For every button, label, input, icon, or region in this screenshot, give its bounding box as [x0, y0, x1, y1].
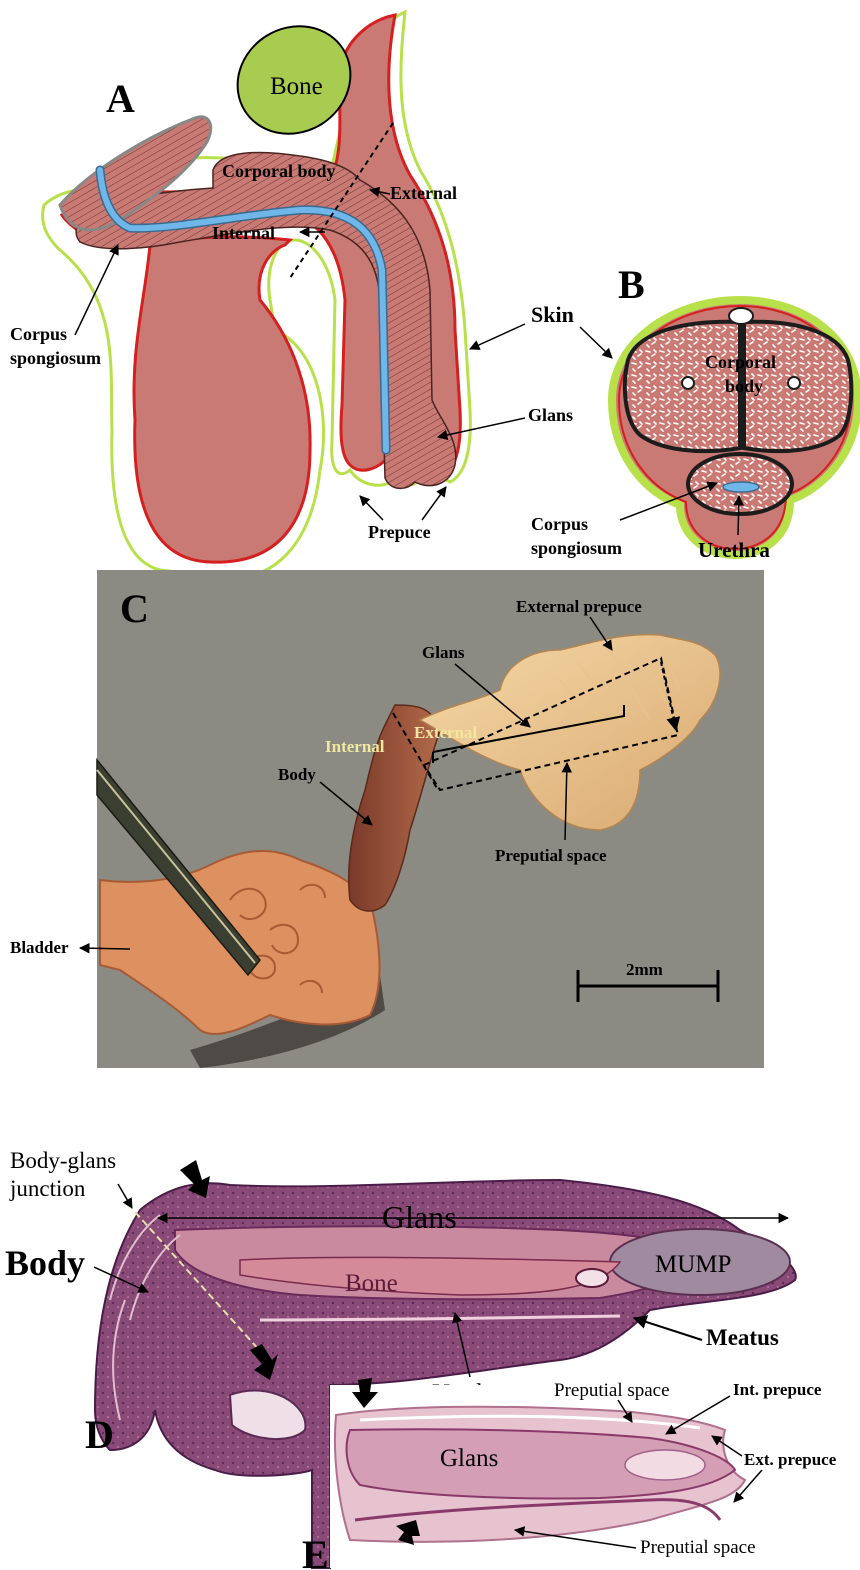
- meatus-label: Meatus: [706, 1325, 779, 1350]
- panel-c-letter: C: [120, 586, 149, 631]
- skin-arrow-b: [580, 327, 612, 358]
- int-prepuce-label: Int. prepuce: [733, 1380, 822, 1399]
- bladder-arrow: [80, 948, 130, 949]
- urethra-b-arrow: [738, 496, 739, 535]
- glans-d-label: Glans: [382, 1199, 457, 1235]
- corporal-body-b-label-line2: body: [725, 376, 763, 396]
- scale-bar-label: 2mm: [626, 960, 663, 979]
- internal-label: Internal: [212, 223, 275, 243]
- panel-a: A Bone Corporal body External Internal C…: [10, 5, 612, 578]
- panel-b: B Corporal body Corpus spongiosum Urethr…: [531, 262, 858, 562]
- prepuce-label: Prepuce: [368, 522, 431, 542]
- corporal-body-label: Corporal body: [222, 161, 336, 181]
- corpus-spongiosum-label-line1: Corpus: [10, 324, 67, 344]
- central-artery-left: [682, 377, 694, 389]
- panel-a-letter: A: [106, 76, 135, 121]
- glans-c-label: Glans: [422, 643, 465, 662]
- prepuce-arrow-right: [422, 487, 446, 520]
- preputial-space-c-label: Preputial space: [495, 846, 607, 865]
- external-c-label: External: [414, 723, 478, 742]
- glans-label: Glans: [528, 405, 573, 425]
- corporal-body-b-label-line1: Corporal: [705, 352, 776, 372]
- skin-label: Skin: [531, 302, 574, 327]
- central-artery-right: [788, 377, 800, 389]
- external-prepuce-label: External prepuce: [516, 597, 642, 616]
- mump-label: MUMP: [655, 1251, 731, 1278]
- preputial-space-bottom-label: Preputial space: [640, 1537, 756, 1558]
- prepuce-arrow-left: [360, 496, 383, 520]
- panel-b-letter: B: [618, 262, 645, 307]
- body-glans-junction-label-line1: Body-glans: [10, 1148, 116, 1173]
- glans-e-label: Glans: [440, 1445, 498, 1472]
- panel-c: C External prepuce Glans External Intern…: [10, 570, 764, 1068]
- internal-c-label: Internal: [325, 737, 385, 756]
- panel-e-letter: E: [302, 1532, 329, 1570]
- skin-arrow-a: [470, 324, 525, 349]
- body-glans-junction-arrow: [118, 1184, 132, 1208]
- external-label: External: [390, 183, 457, 203]
- corpus-spongiosum-b-label-line1: Corpus: [531, 514, 588, 534]
- corpus-spongiosum-b-label-line2: spongiosum: [531, 538, 622, 558]
- meatus-arrow: [634, 1318, 702, 1340]
- bone-d-label: Bone: [345, 1270, 398, 1297]
- body-glans-junction-label-line2: junction: [9, 1176, 86, 1201]
- preputial-space-top-label: Preputial space: [554, 1380, 670, 1401]
- urethra-b-label: Urethra: [698, 538, 770, 562]
- ext-prepuce-label: Ext. prepuce: [744, 1450, 837, 1469]
- dorsal-vessel: [729, 308, 753, 324]
- panel-d-letter: D: [85, 1412, 114, 1457]
- body-d-label: Body: [5, 1243, 85, 1283]
- urethra-b: [723, 482, 759, 492]
- bone-marrow-d: [576, 1269, 608, 1287]
- bone-label: Bone: [270, 73, 323, 100]
- panel-e: Preputial space Int. prepuce Glans Ext. …: [302, 1378, 837, 1570]
- corpus-spongiosum-label-line2: spongiosum: [10, 348, 101, 368]
- body-c-label: Body: [278, 765, 316, 784]
- mump-e: [625, 1450, 705, 1480]
- corpus-spongiosum-arrow: [75, 245, 118, 335]
- bladder-label: Bladder: [10, 938, 69, 957]
